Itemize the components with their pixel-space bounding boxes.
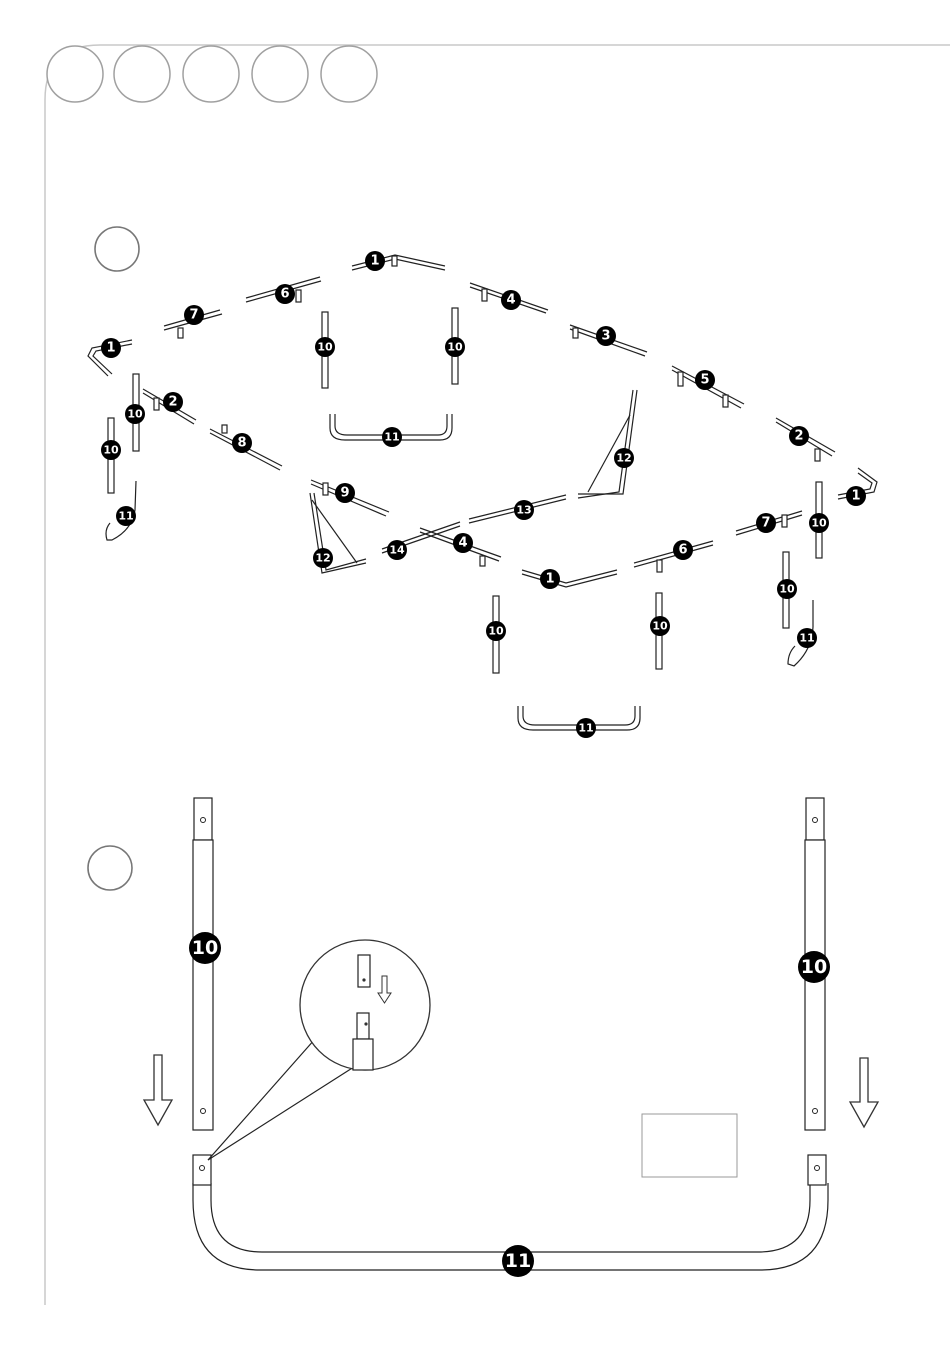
tab-5[interactable] <box>321 46 377 102</box>
part-callout-label: 6 <box>280 287 289 302</box>
tab-2[interactable] <box>114 46 170 102</box>
part-callout-label: 2 <box>168 395 177 410</box>
part-callout-label: 10 <box>317 341 333 354</box>
part-callout-label: 14 <box>389 544 405 557</box>
part-callout-label: 1 <box>545 572 554 587</box>
left-leg-label: 10 <box>192 937 218 959</box>
part-bracket <box>578 390 637 498</box>
tab-1[interactable] <box>47 46 103 102</box>
part-callout-label: 2 <box>794 429 803 444</box>
part-callout-label: 13 <box>516 504 531 517</box>
part-callout-label: 6 <box>678 543 687 558</box>
part-callout-label: 12 <box>315 552 330 565</box>
part-callout-label: 11 <box>118 510 133 523</box>
step-2-detail: 10 10 11 <box>144 798 878 1277</box>
part-callout-label: 10 <box>488 625 504 638</box>
part-callout-label: 12 <box>616 452 631 465</box>
step-1-marker <box>95 227 139 271</box>
note-box <box>642 1114 737 1177</box>
part-callout-label: 10 <box>779 583 795 596</box>
down-arrow-icon <box>850 1058 878 1127</box>
part-callout-label: 4 <box>458 536 467 551</box>
exploded-overview: 1111223445667789101010101010101011111111… <box>88 251 877 738</box>
part-callout-label: 11 <box>384 431 399 444</box>
zoom-callout <box>208 940 430 1160</box>
down-arrow-icon <box>144 1055 172 1125</box>
part-callout-label: 11 <box>578 722 593 735</box>
part-callout-label: 7 <box>189 308 198 323</box>
part-callout-label: 9 <box>340 486 349 501</box>
tab-row <box>47 46 377 102</box>
part-callout-label: 8 <box>237 436 246 451</box>
part-callout-label: 5 <box>700 373 709 388</box>
part-callout-label: 4 <box>506 293 515 308</box>
part-corner <box>522 570 617 587</box>
part-callout-label: 10 <box>103 444 119 457</box>
part-callout-label: 10 <box>127 408 143 421</box>
tab-4[interactable] <box>252 46 308 102</box>
tab-3[interactable] <box>183 46 239 102</box>
right-leg-label: 10 <box>801 956 827 978</box>
part-callout-label: 7 <box>761 516 770 531</box>
right-leg: 10 <box>798 798 830 1130</box>
part-callout-label: 11 <box>799 632 814 645</box>
part-callout-label: 10 <box>447 341 463 354</box>
step-2-marker <box>88 846 132 890</box>
base-label: 11 <box>505 1250 531 1272</box>
part-callout-label: 3 <box>601 329 610 344</box>
part-callout-label: 1 <box>106 341 115 356</box>
part-straight-bar <box>634 541 713 572</box>
part-callout-label: 10 <box>811 517 827 530</box>
part-callout-label: 1 <box>851 489 860 504</box>
left-leg: 10 <box>189 798 221 1130</box>
part-callout-label: 1 <box>370 254 379 269</box>
part-callout-label: 10 <box>652 620 668 633</box>
